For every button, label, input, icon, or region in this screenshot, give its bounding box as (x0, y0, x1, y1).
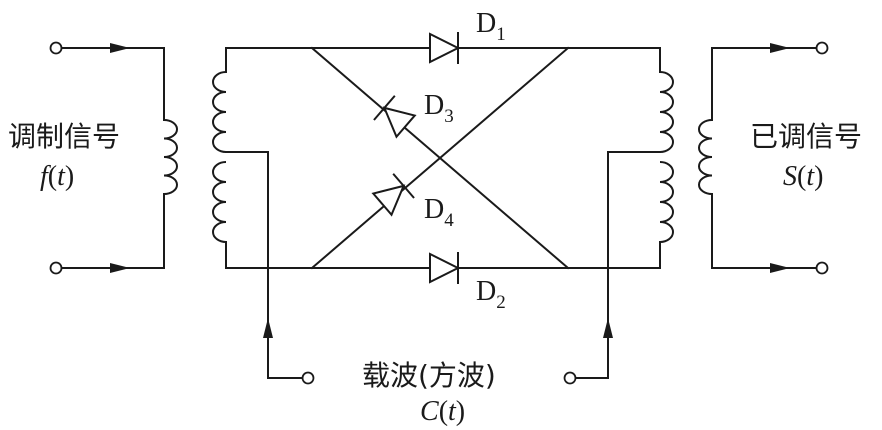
input-terminal-bottom[interactable] (49, 261, 63, 275)
input-primary-coil (163, 119, 178, 195)
left-secondary-coil-upper (212, 71, 227, 153)
carrier-symbol: C(t) (420, 396, 465, 427)
input-signal-symbol: f(t) (40, 161, 74, 192)
left-secondary-coil-lower (212, 161, 227, 243)
output-signal-title: 已调信号 (750, 120, 862, 153)
diode-d2 (429, 252, 461, 284)
input-wiring (61, 47, 165, 269)
output-terminal-top[interactable] (815, 41, 829, 55)
output-signal-symbol: S(t) (783, 161, 823, 192)
diode-d3-label: D3 (424, 90, 454, 127)
carrier-terminal-left[interactable] (301, 371, 315, 385)
output-arrow-top (770, 43, 790, 53)
right-secondary-coil-upper (659, 71, 674, 153)
input-arrow-top (110, 43, 130, 53)
output-terminal-bottom[interactable] (815, 261, 829, 275)
left-secondary-wiring (225, 47, 303, 379)
right-secondary-wiring (575, 47, 661, 379)
carrier-title: 载波(方波) (362, 359, 496, 392)
output-wiring (711, 47, 817, 269)
diode-d1 (429, 32, 461, 64)
diode-d1-label: D1 (476, 8, 506, 45)
diode-d2-label: D2 (476, 276, 506, 313)
diode-d3 (373, 95, 417, 139)
output-arrow-bottom (770, 263, 790, 273)
input-arrow-bottom (110, 263, 130, 273)
carrier-terminal-right[interactable] (563, 371, 577, 385)
carrier-arrow-right (603, 318, 613, 338)
diode-d4-label: D4 (424, 194, 454, 231)
input-signal-title: 调制信号 (8, 120, 120, 153)
diode-d4 (371, 173, 415, 217)
output-coil (698, 119, 713, 195)
carrier-arrow-left (263, 318, 273, 338)
bridge-wiring (225, 46, 661, 270)
right-secondary-coil-lower (659, 161, 674, 243)
input-terminal-top[interactable] (49, 41, 63, 55)
